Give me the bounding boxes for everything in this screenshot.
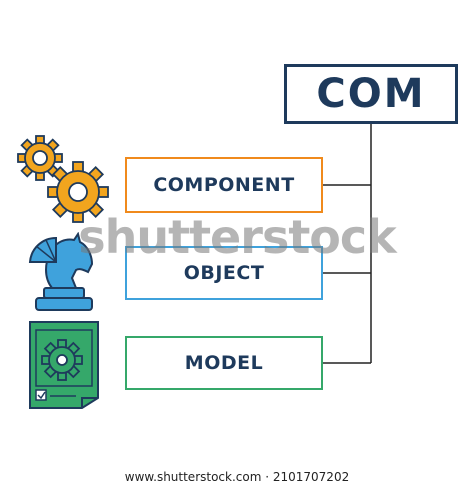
object-box: OBJECT <box>125 246 323 300</box>
chess-knight-icon <box>28 232 94 311</box>
watermark: shutterstock <box>78 210 397 264</box>
gears-icon <box>17 135 109 223</box>
model-box: MODEL <box>125 336 323 390</box>
component-box: COMPONENT <box>125 157 323 213</box>
image-credit: www.shutterstock.com · 2101707202 <box>124 470 350 484</box>
acronym-title-box: COM <box>284 64 458 124</box>
blueprint-gear-icon <box>29 321 99 409</box>
